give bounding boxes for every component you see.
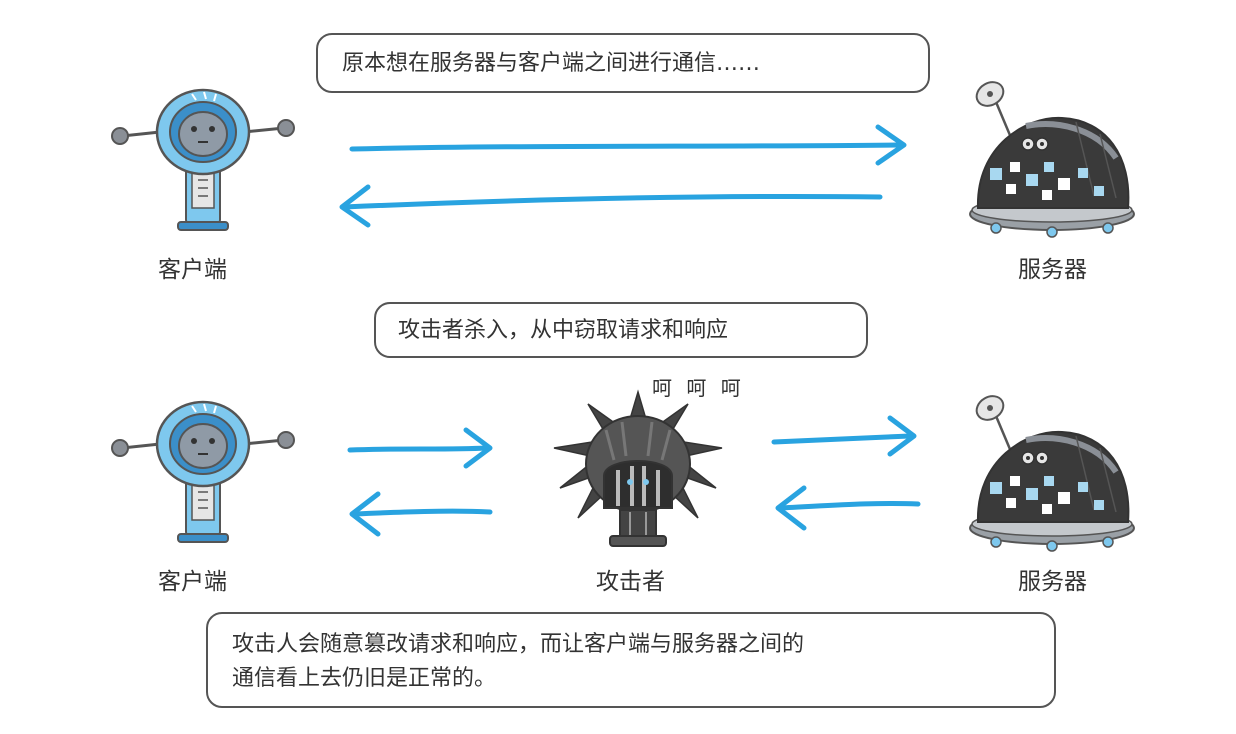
response-arrowhead	[349, 491, 381, 537]
request-arrow	[771, 433, 913, 445]
attacker-laugh-text: 呵 呵 呵	[652, 376, 745, 400]
response-arrow	[777, 500, 921, 511]
response-arrow	[341, 193, 883, 210]
attacker-label: 攻击者	[596, 569, 665, 595]
top-server-label: 服务器	[1018, 257, 1087, 283]
client-attacker-arrows	[347, 427, 493, 537]
top-caption-bubble: 原本想在服务器与客户端之间进行通信……	[316, 33, 930, 93]
bottom-client-label: 客户端	[158, 569, 227, 595]
request-arrowhead	[875, 124, 907, 166]
robot-client-icon	[111, 400, 295, 543]
spiky-attacker-icon	[553, 389, 723, 547]
request-arrow	[349, 142, 901, 152]
robot-client-icon	[111, 88, 295, 231]
top-client-label: 客户端	[158, 257, 227, 283]
response-arrowhead	[775, 485, 807, 531]
response-arrow	[351, 508, 493, 517]
request-arrowhead	[463, 427, 493, 469]
top-caption-text: 原本想在服务器与客户端之间进行通信……	[342, 51, 761, 76]
footer-line-2: 通信看上去仍旧是正常的。	[232, 666, 497, 691]
dome-server-icon	[969, 395, 1135, 552]
footer-line-1: 攻击人会随意篡改请求和响应，而让客户端与服务器之间的	[232, 632, 805, 657]
bottom-caption-text: 攻击者杀入，从中窃取请求和响应	[398, 318, 729, 343]
dome-server-icon	[969, 81, 1135, 238]
bottom-caption-bubble: 攻击者杀入，从中窃取请求和响应	[374, 302, 868, 358]
response-arrowhead	[339, 184, 371, 228]
footer-note-bubble: 攻击人会随意篡改请求和响应，而让客户端与服务器之间的 通信看上去仍旧是正常的。	[206, 612, 1056, 708]
bottom-server-label: 服务器	[1018, 569, 1087, 595]
top-arrows	[339, 124, 907, 228]
request-arrow	[347, 445, 489, 453]
request-arrowhead	[887, 415, 917, 457]
attacker-server-arrows	[771, 415, 921, 531]
